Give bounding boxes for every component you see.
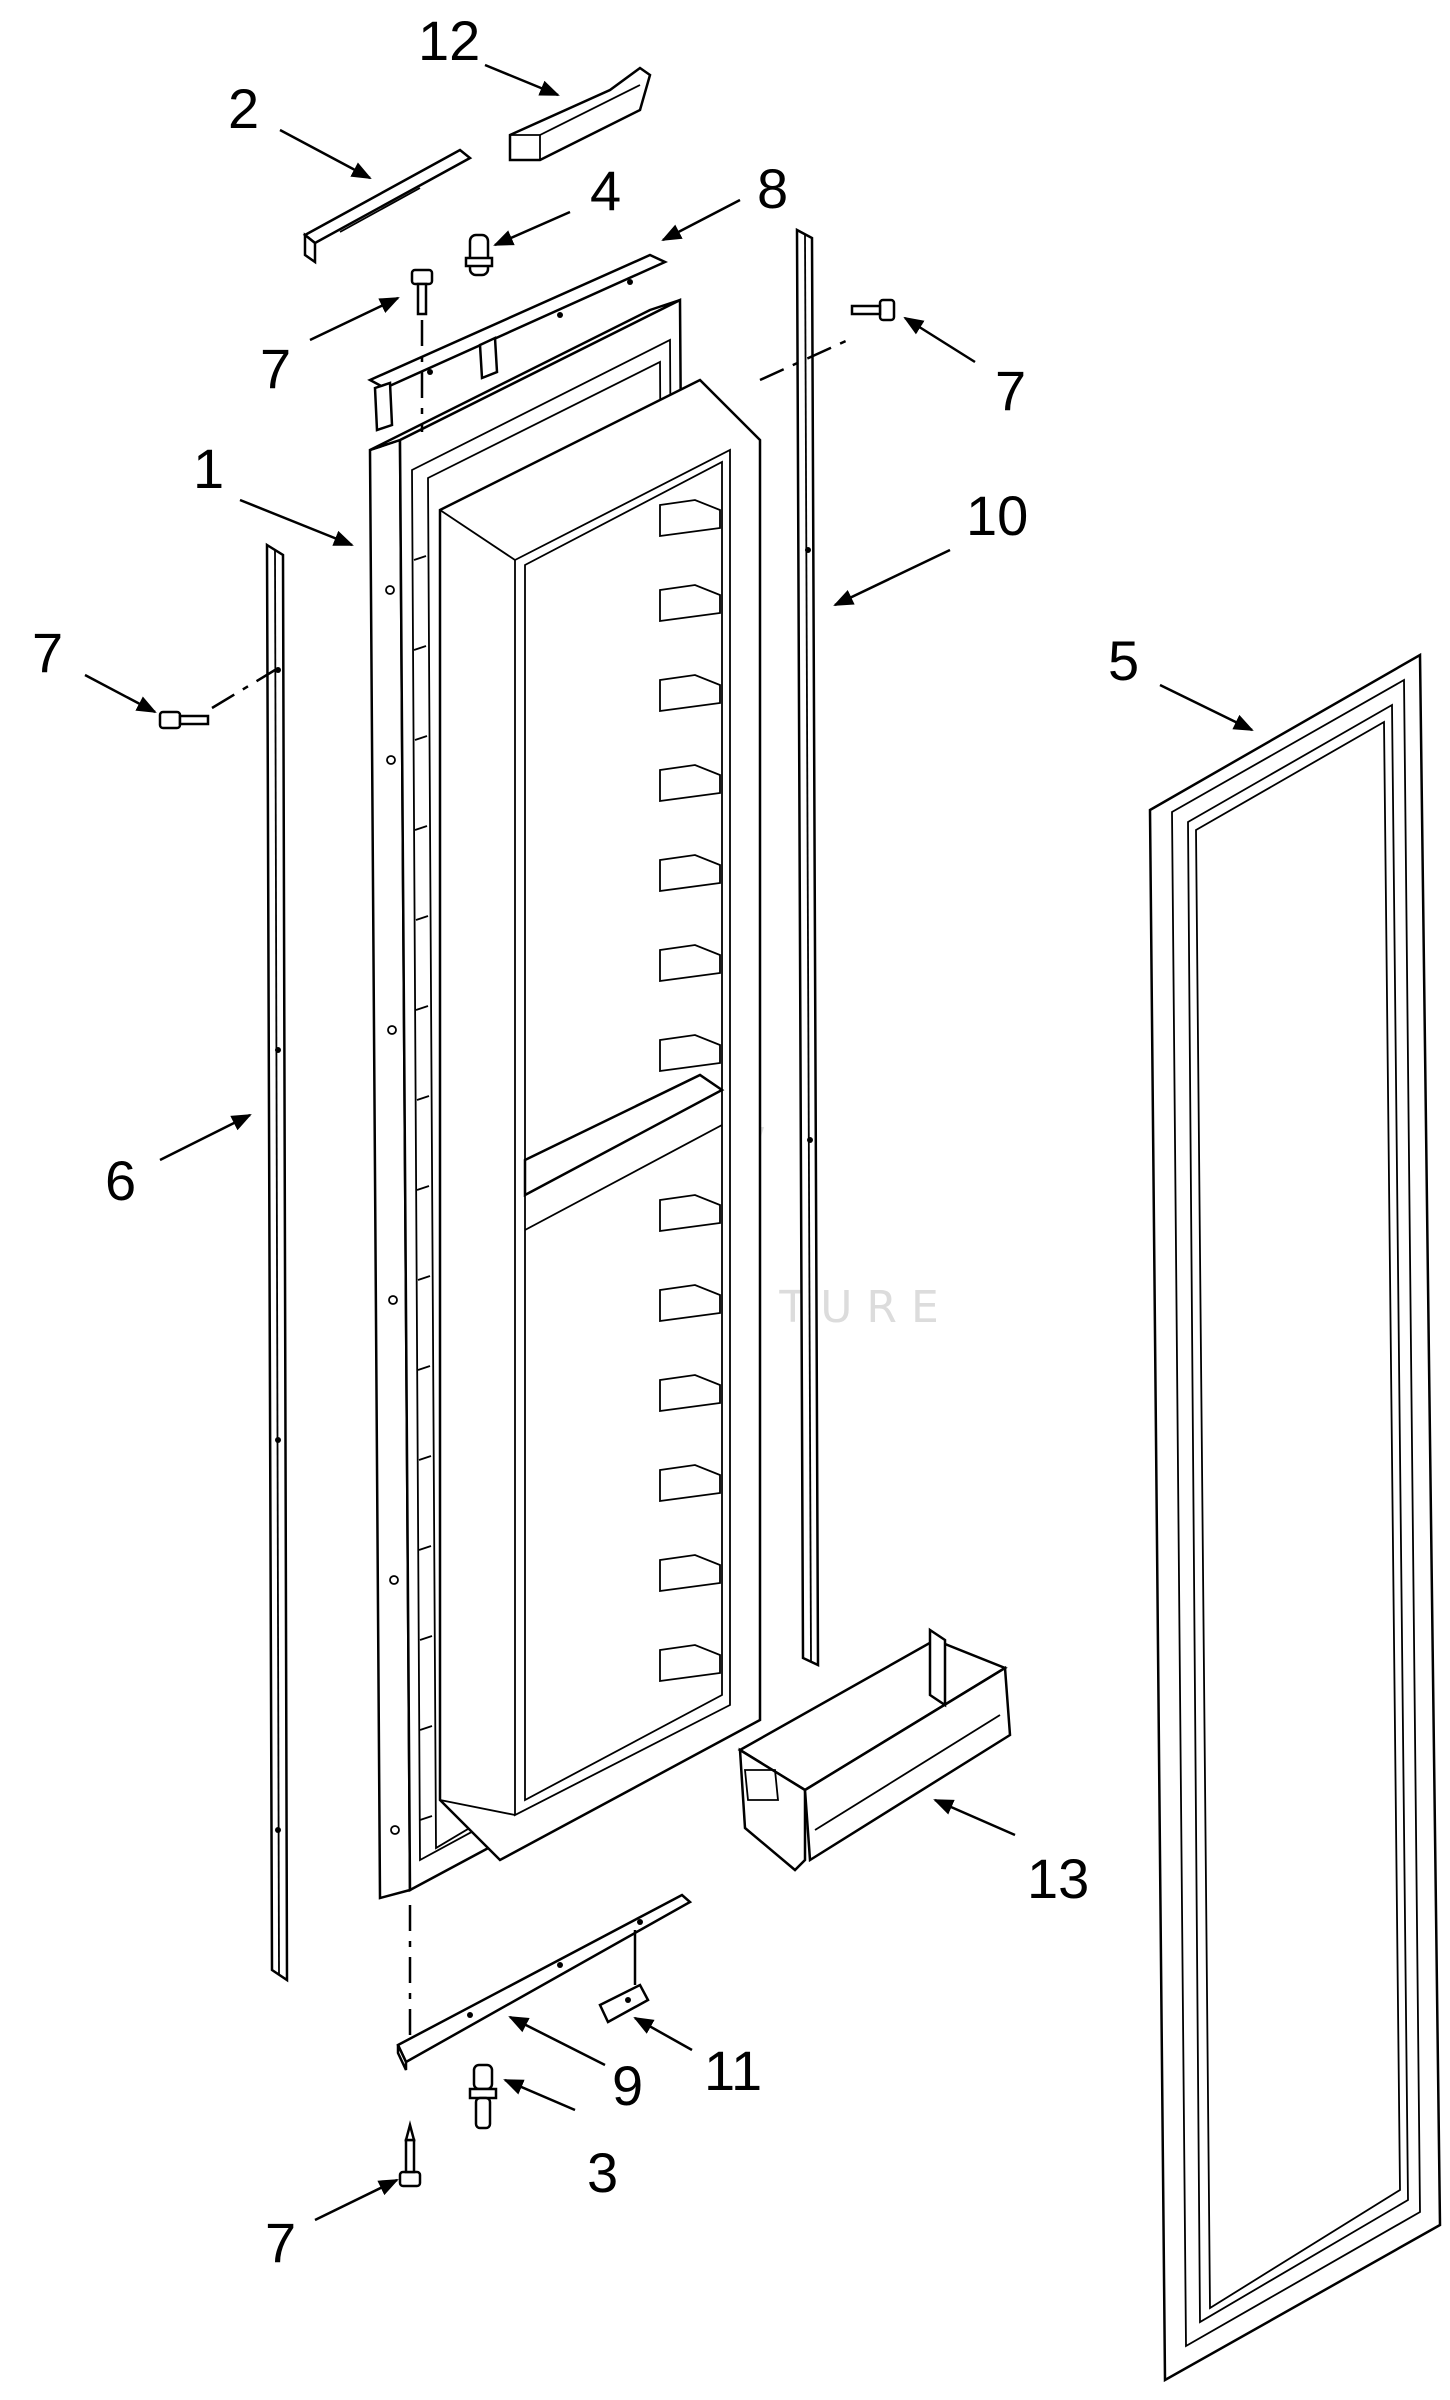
- part-8-top-channel: [367, 253, 669, 432]
- callout-1: 1: [193, 437, 224, 500]
- part-7-screw-left: [158, 710, 210, 730]
- callout-2: 2: [228, 77, 259, 140]
- part-12-end-cap: [508, 66, 652, 162]
- part-9-bottom-channel: [396, 1893, 693, 2071]
- callout-7-left: 7: [32, 621, 63, 684]
- leader-lines: [84, 63, 1254, 2222]
- part-6-left-trim: [265, 542, 289, 1983]
- axis-line: [759, 338, 849, 382]
- axis-line: [211, 668, 276, 710]
- part-1-door-liner: [368, 297, 762, 1900]
- callout-8: 8: [757, 157, 788, 220]
- callout-10: 10: [966, 484, 1028, 547]
- callout-6: 6: [105, 1149, 136, 1212]
- callout-5: 5: [1108, 629, 1139, 692]
- part-5-door-panel: [1148, 652, 1442, 2383]
- part-13-door-bin: [737, 1627, 1012, 1872]
- part-7-screw-right: [850, 298, 896, 322]
- callout-4: 4: [590, 159, 621, 222]
- callout-labels: 1 2 3 4 5 6 7 7 7 7 8 9 10 11 12 13: [32, 9, 1139, 2274]
- part-2-top-cap: [302, 148, 473, 265]
- callout-13: 13: [1027, 1847, 1089, 1910]
- callout-12: 12: [418, 9, 480, 72]
- callout-7-top: 7: [260, 337, 291, 400]
- part-4-hinge-pin: [464, 233, 494, 277]
- callout-7-right: 7: [995, 359, 1026, 422]
- part-3-hinge-pin: [468, 2063, 498, 2130]
- part-11-bracket: [598, 1983, 650, 2024]
- callout-11: 11: [704, 2039, 762, 2102]
- part-7-screw-bottom: [398, 2120, 422, 2188]
- callout-9: 9: [612, 2054, 643, 2117]
- part-10-right-trim: [795, 227, 820, 1667]
- callout-3: 3: [587, 2141, 618, 2204]
- part-7-screw-top: [410, 268, 434, 316]
- callout-7-bottom: 7: [265, 2211, 296, 2274]
